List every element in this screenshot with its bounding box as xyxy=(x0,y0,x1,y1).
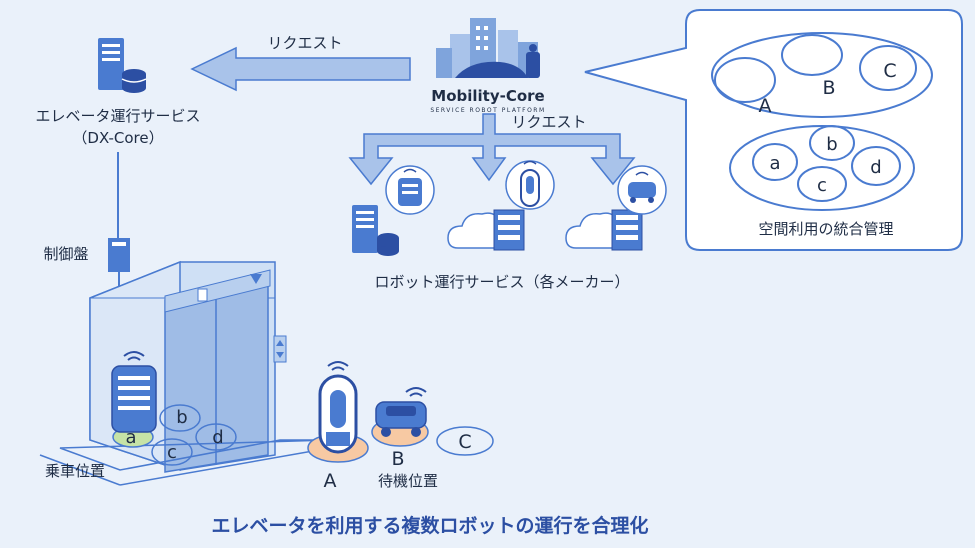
elevator-spot-b: b xyxy=(176,407,187,428)
control-panel-label: 制御盤 xyxy=(43,245,88,263)
standby-label-A: A xyxy=(324,470,337,492)
space-B-ellipse xyxy=(781,34,843,76)
bubble-label-a: a xyxy=(769,153,780,174)
elevator-call-buttons xyxy=(273,335,287,363)
down-indicator-icon xyxy=(250,274,262,284)
elevator-spot-a: a xyxy=(125,427,136,448)
bubble-label-C: C xyxy=(883,60,896,82)
request-arrow-left xyxy=(190,46,411,92)
dx-core-label: （DX-Core） xyxy=(72,129,163,147)
integrated-management-bubble: A B C a b c d 空間利用の統合管理 xyxy=(584,9,963,251)
robot-service-label: ロボット運行サービス（各メーカー） xyxy=(374,273,629,291)
bubble-label-d: d xyxy=(870,157,881,178)
standby-label-C: C xyxy=(458,431,471,453)
space-C-ellipse xyxy=(859,45,917,91)
space-A-ellipse xyxy=(714,57,776,103)
upper-space-ellipse xyxy=(711,32,933,118)
bubble-label-b: b xyxy=(826,134,837,155)
brand-tagline: SERVICE ROBOT PLATFORM xyxy=(430,107,545,114)
robot-bubble-1 xyxy=(385,165,435,215)
elevator-spot-c: c xyxy=(167,442,177,463)
lower-space-ellipse xyxy=(729,125,915,211)
brand-name: Mobility-Core xyxy=(431,87,544,105)
robot-A-icon xyxy=(318,361,358,454)
caption-text: エレベータを利用する複数ロボットの運行を合理化 xyxy=(211,514,648,537)
elevator-service-server-icon xyxy=(98,38,147,93)
standby-position-label: 待機位置 xyxy=(378,472,438,490)
request-label-left: リクエスト xyxy=(267,34,342,52)
robot-in-elevator-icon xyxy=(111,351,157,433)
cloud-server-icon-2 xyxy=(565,209,643,251)
request-arrow-branches xyxy=(348,113,636,186)
bubble-label-A: A xyxy=(759,95,772,117)
elevator-spot-d: d xyxy=(212,427,223,448)
bubble-label-B: B xyxy=(822,77,835,99)
robot-service-server-icon xyxy=(352,205,399,256)
integrated-management-label: 空間利用の統合管理 xyxy=(758,220,893,238)
request-label-down: リクエスト xyxy=(511,113,586,131)
mobility-core-logo: Mobility-Core SERVICE ROBOT PLATFORM xyxy=(430,18,545,114)
cloud-server-icon-1 xyxy=(447,209,525,251)
robot-B-icon xyxy=(375,387,427,437)
robot-bubble-3 xyxy=(617,165,667,215)
robot-bubble-2 xyxy=(505,160,555,210)
elevator-service-label: エレベータ運行サービス xyxy=(35,107,200,125)
standby-spot-C xyxy=(436,426,494,456)
standby-label-B: B xyxy=(391,448,404,470)
boarding-position-label: 乗車位置 xyxy=(45,462,105,480)
elevator-illustration xyxy=(39,260,331,486)
bubble-label-c: c xyxy=(817,175,827,196)
